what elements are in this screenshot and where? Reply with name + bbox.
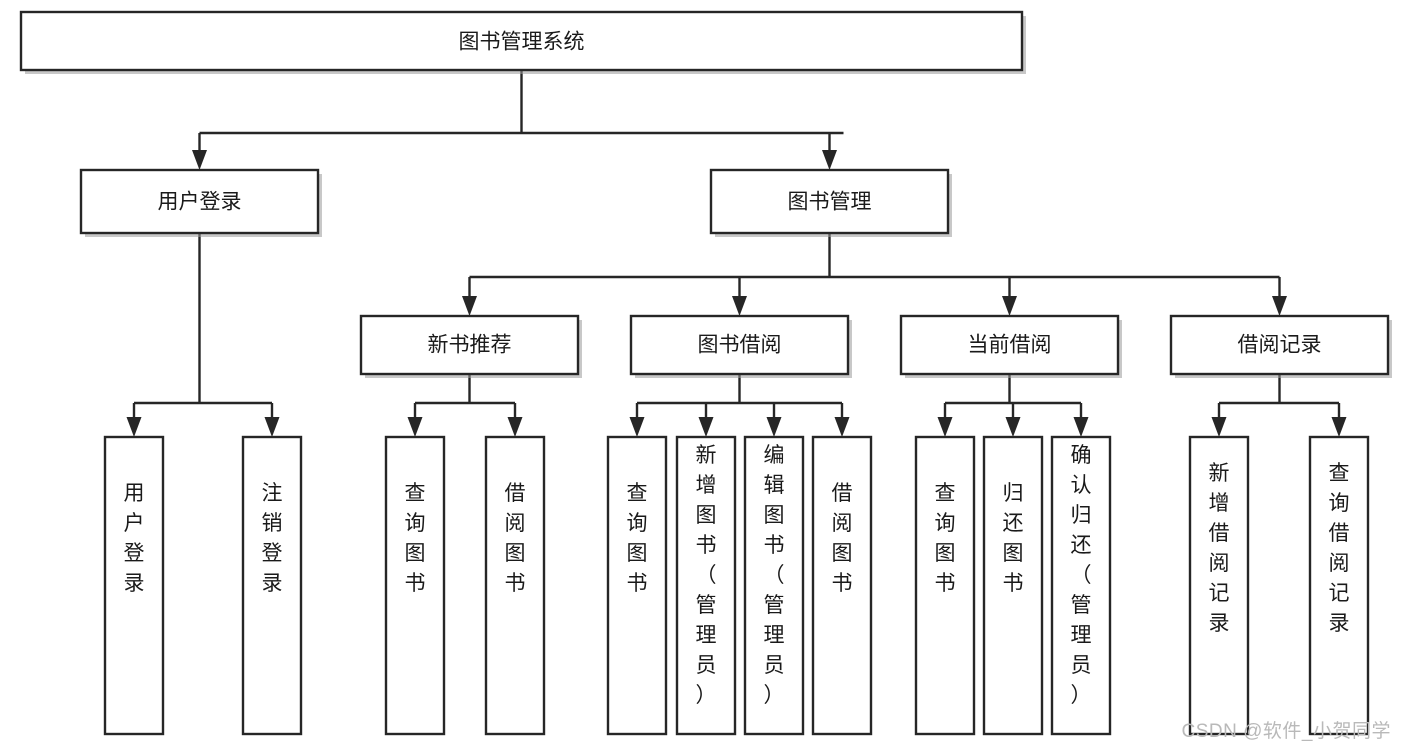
node-borrow-record[interactable]: 借阅记录 — [1169, 314, 1392, 378]
node-root-label: 图书管理系统 — [459, 31, 585, 54]
node-leaf-query-book-2-label: 查询图书 — [627, 482, 648, 595]
arrow-to-leaf-query-book-1 — [407, 417, 423, 437]
arrow-to-leaf-add-book — [698, 417, 714, 437]
arrow-to-book-borrow — [732, 296, 747, 316]
arrow-to-leaf-borrow-book-2 — [834, 417, 850, 437]
node-leaf-borrow-book-2-label: 借阅图书 — [832, 482, 853, 595]
arrow-to-leaf-query-record — [1331, 417, 1347, 437]
csdn-watermark: CSDN @软件_小贺同学 — [1181, 721, 1391, 742]
node-leaf-confirm-return-box[interactable] — [1050, 435, 1112, 736]
node-leaf-query-record[interactable]: 查询借阅记录 — [1308, 435, 1370, 736]
node-leaf-borrow-book-2-box[interactable] — [811, 435, 873, 736]
node-root-box[interactable] — [19, 10, 1024, 72]
node-book-borrow-box[interactable] — [629, 314, 850, 376]
node-leaf-return-book-label: 归还图书 — [1003, 482, 1024, 595]
node-book-borrow[interactable]: 图书借阅 — [629, 314, 852, 378]
node-leaf-query-book-1-label: 查询图书 — [405, 482, 426, 595]
node-current-borrow-label: 当前借阅 — [968, 334, 1052, 357]
arrow-to-leaf-user-login — [126, 417, 142, 437]
node-borrow-record-label: 借阅记录 — [1238, 334, 1322, 357]
node-new-book-recommend-label: 新书推荐 — [428, 334, 512, 357]
arrow-to-borrow-record — [1272, 296, 1287, 316]
connector-layer — [126, 70, 1347, 437]
node-new-book-recommend[interactable]: 新书推荐 — [359, 314, 582, 378]
node-leaf-query-record-box[interactable] — [1308, 435, 1370, 736]
arrow-to-leaf-confirm-return — [1073, 417, 1089, 437]
node-leaf-query-record-label: 查询借阅记录 — [1329, 462, 1350, 635]
node-current-borrow[interactable]: 当前借阅 — [899, 314, 1122, 378]
node-current-borrow-box[interactable] — [899, 314, 1120, 376]
node-leaf-return-book-box[interactable] — [982, 435, 1044, 736]
arrow-to-leaf-edit-book — [766, 417, 782, 437]
node-leaf-borrow-book-1[interactable]: 借阅图书 — [484, 435, 546, 736]
node-leaf-user-login-label: 用户登录 — [124, 482, 145, 595]
node-root[interactable]: 图书管理系统 — [19, 10, 1026, 74]
arrow-to-new-book-recommend — [462, 296, 477, 316]
node-leaf-edit-book-label: 编辑图书（管理员） — [764, 444, 785, 707]
node-user-login-box[interactable] — [79, 168, 320, 235]
arrow-to-leaf-return-book — [1005, 417, 1021, 437]
node-leaf-borrow-book-1-box[interactable] — [484, 435, 546, 736]
node-leaf-query-book-2[interactable]: 查询图书 — [606, 435, 668, 736]
arrow-to-leaf-query-book-2 — [629, 417, 645, 437]
node-new-book-recommend-box[interactable] — [359, 314, 580, 376]
arrow-to-book-manage — [822, 150, 837, 170]
node-leaf-query-book-1[interactable]: 查询图书 — [384, 435, 446, 736]
node-book-borrow-label: 图书借阅 — [698, 334, 782, 357]
node-leaf-return-book[interactable]: 归还图书 — [982, 435, 1044, 736]
node-leaf-query-book-2-box[interactable] — [606, 435, 668, 736]
arrow-to-leaf-logout-login — [264, 417, 280, 437]
arrow-to-leaf-borrow-book-1 — [507, 417, 523, 437]
node-leaf-query-book-1-box[interactable] — [384, 435, 446, 736]
node-user-login-label: 用户登录 — [158, 191, 242, 214]
node-user-login[interactable]: 用户登录 — [79, 168, 322, 237]
node-leaf-borrow-book-1-label: 借阅图书 — [505, 482, 526, 595]
node-book-manage[interactable]: 图书管理 — [709, 168, 952, 237]
node-leaf-query-book-3-label: 查询图书 — [935, 482, 956, 595]
node-book-manage-box[interactable] — [709, 168, 950, 235]
node-leaf-add-book-box[interactable] — [675, 435, 737, 736]
arrow-to-current-borrow — [1002, 296, 1017, 316]
node-leaf-user-login[interactable]: 用户登录 — [103, 435, 165, 736]
node-leaf-borrow-book-2[interactable]: 借阅图书 — [811, 435, 873, 736]
node-leaf-add-record-label: 新增借阅记录 — [1209, 462, 1230, 635]
node-leaf-add-record-box[interactable] — [1188, 435, 1250, 736]
node-leaf-user-login-box[interactable] — [103, 435, 165, 736]
node-leaf-add-record[interactable]: 新增借阅记录 — [1188, 435, 1250, 736]
node-leaf-add-book[interactable]: 新增图书（管理员） — [675, 435, 737, 736]
node-leaf-logout-login-label: 注销登录 — [262, 482, 283, 595]
arrow-to-leaf-query-book-3 — [937, 417, 953, 437]
node-leaf-query-book-3[interactable]: 查询图书 — [914, 435, 976, 736]
arrow-to-user-login — [192, 150, 207, 170]
node-borrow-record-box[interactable] — [1169, 314, 1390, 376]
node-leaf-logout-login-box[interactable] — [241, 435, 303, 736]
node-leaf-query-book-3-box[interactable] — [914, 435, 976, 736]
node-leaf-confirm-return[interactable]: 确认归还（管理员） — [1050, 435, 1112, 736]
node-leaf-edit-book-box[interactable] — [743, 435, 805, 736]
node-leaf-add-book-label: 新增图书（管理员） — [696, 444, 717, 707]
node-leaf-edit-book[interactable]: 编辑图书（管理员） — [743, 435, 805, 736]
arrow-to-leaf-add-record — [1211, 417, 1227, 437]
node-leaf-logout-login[interactable]: 注销登录 — [241, 435, 303, 736]
node-leaf-confirm-return-label: 确认归还（管理员） — [1071, 444, 1092, 707]
node-book-manage-label: 图书管理 — [788, 191, 872, 214]
